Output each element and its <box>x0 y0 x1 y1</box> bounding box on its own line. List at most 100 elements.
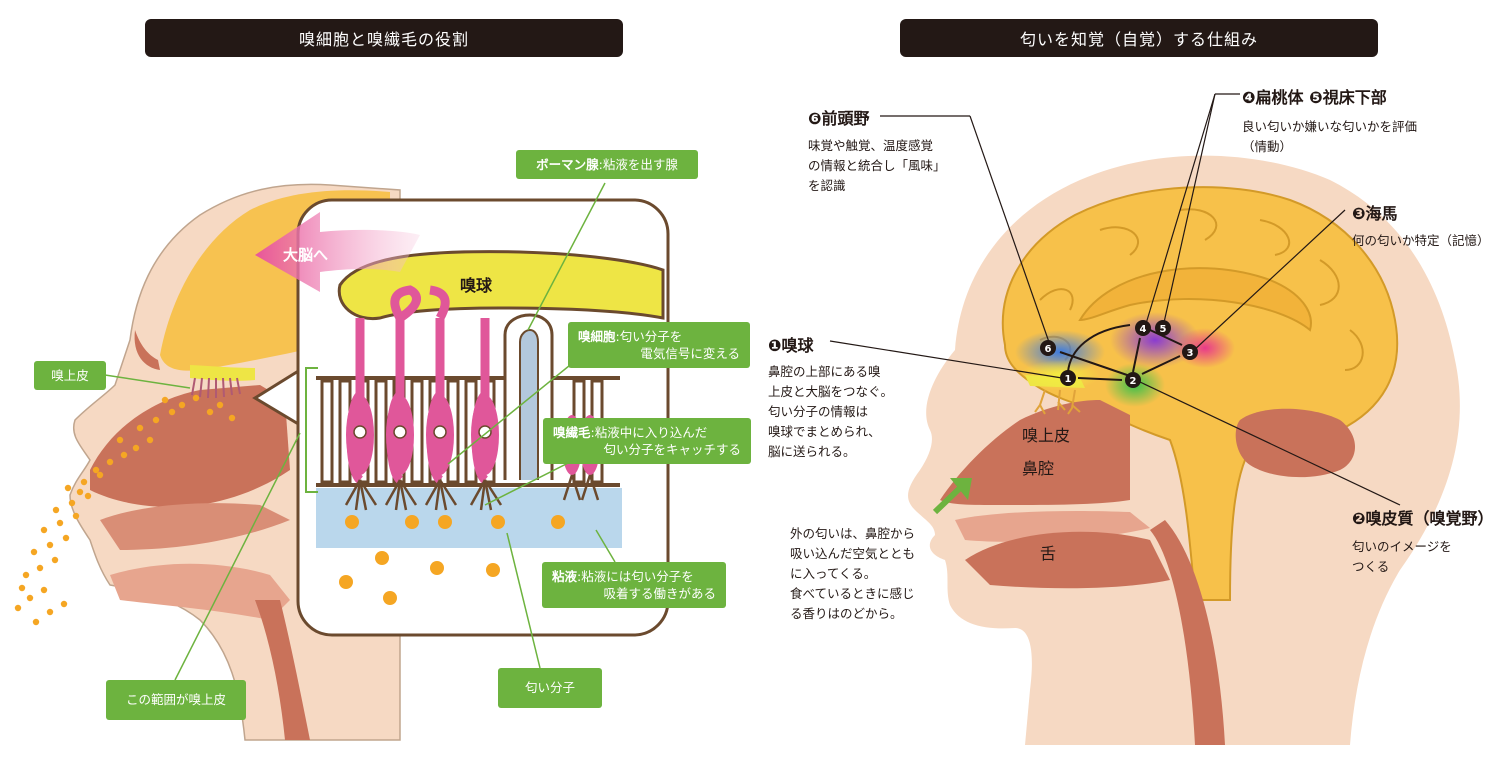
odor-dot <box>22 571 30 579</box>
odor-dot <box>84 492 92 500</box>
organ-nasal-cavity: 鼻腔 <box>1022 459 1055 478</box>
label-cilia: 嗅繊毛:粘液中に入り込んだ 匂い分子をキャッチする <box>543 418 751 464</box>
odor-dot <box>36 564 44 572</box>
node-4: 4 <box>1135 320 1151 336</box>
bowman-gland <box>503 313 554 480</box>
odor-molecule <box>430 561 444 575</box>
label-olfactory-cell: 嗅細胞:匂い分子を 電気信号に変える <box>568 322 750 368</box>
mucus-term: 粘液 <box>552 569 578 584</box>
node-circle <box>1060 370 1076 386</box>
olfactory-cell-desc: :匂い分子を <box>615 329 683 344</box>
node-circle <box>1182 344 1198 360</box>
right-leader-lines <box>829 93 1401 506</box>
odor-dot <box>26 594 34 602</box>
head-olfactory-cortex: ❷嗅皮質（嗅覚野） <box>1352 509 1494 528</box>
node-number: 3 <box>1187 348 1194 359</box>
odor-dot <box>60 600 68 608</box>
odor-dot <box>18 584 26 592</box>
odor-dot <box>76 488 84 496</box>
label-olfactory-epithelium: 嗅上皮 <box>34 361 106 390</box>
odor-dot <box>62 534 70 542</box>
mucus-desc2: 吸着する働きがある <box>603 586 716 601</box>
node-circle <box>1125 372 1141 388</box>
odor-dot <box>46 541 54 549</box>
odor-dot <box>168 408 176 416</box>
right-head-illustration <box>908 155 1460 745</box>
desc-frontal: 味覚や触覚、温度感覚の情報と統合し「風味」を認識 <box>808 138 946 193</box>
odor-dot <box>146 436 154 444</box>
odor-dot <box>106 458 114 466</box>
label-bowman-gland: ボーマン腺:粘液を出す腺 <box>516 150 698 179</box>
cilia-term: 嗅繊毛 <box>553 425 591 440</box>
box-odor-molecules <box>339 515 565 605</box>
odor-molecule <box>438 515 452 529</box>
odor-molecule <box>375 551 389 565</box>
label-to-brain: 大脳へ <box>283 246 329 264</box>
desc-hippocampus: 何の匂いか特定（記憶） <box>1352 233 1490 248</box>
bowman-gland-term: ボーマン腺 <box>536 157 599 172</box>
odor-dot <box>136 424 144 432</box>
odor-dot <box>40 526 48 534</box>
node-number: 2 <box>1130 376 1137 387</box>
odor-dot <box>206 408 214 416</box>
odor-dot <box>228 414 236 422</box>
odor-dot <box>92 466 100 474</box>
odor-dot <box>96 471 104 479</box>
odor-dot <box>51 556 59 564</box>
right-panel-title: 匂いを知覚（自覚）する仕組み <box>900 19 1378 57</box>
organ-epithelium: 嗅上皮 <box>1022 426 1071 445</box>
head-amygdala-hypothalamus: ❹扁桃体 ❺視床下部 <box>1242 88 1387 107</box>
odor-molecule <box>491 515 505 529</box>
olfactory-cell <box>344 318 378 511</box>
olfactory-hairs <box>191 377 241 399</box>
organ-tongue: 舌 <box>1040 544 1057 563</box>
left-panel-title: 嗅細胞と嗅繊毛の役割 <box>145 19 623 57</box>
node-circle <box>1155 320 1171 336</box>
odor-molecule <box>486 563 500 577</box>
to-brain-arrow <box>255 212 420 292</box>
desc-olfactory-cortex: 匂いのイメージをつくる <box>1352 539 1452 574</box>
desc-outside-odor: 外の匂いは、鼻腔から吸い込んだ空気とともに入ってくる。食べているときに感じる香り… <box>790 526 916 621</box>
odor-dot <box>178 401 186 409</box>
node-2: 2 <box>1125 372 1141 388</box>
odor-dot <box>152 416 160 424</box>
olfactory-cell-desc2: 電気信号に変える <box>640 346 740 361</box>
head-hippocampus: ❸海馬 <box>1352 204 1398 223</box>
odor-dot <box>56 519 64 527</box>
desc-amygdala-hypothalamus: 良い匂いか嫌いな匂いかを評価（情動） <box>1242 119 1418 154</box>
label-olfactory-bulb: 嗅球 <box>460 276 493 295</box>
odor-dot <box>14 604 22 612</box>
desc-olfactory-bulb: 鼻腔の上部にある嗅上皮と大脳をつなぐ。匂い分子の情報は嗅球でまとめられ、脳に送ら… <box>768 364 894 459</box>
supporting-cell <box>374 379 388 484</box>
odor-dot <box>192 394 200 402</box>
head-frontal: ❻前頭野 <box>808 109 870 128</box>
odor-dot <box>132 444 140 452</box>
odor-dot <box>46 608 54 616</box>
node-6: 6 <box>1040 340 1056 356</box>
label-odor-molecule: 匂い分子 <box>498 668 602 708</box>
odor-molecule <box>383 591 397 605</box>
node-number: 6 <box>1045 344 1052 355</box>
node-circle <box>1135 320 1151 336</box>
odor-dot <box>72 512 80 520</box>
olfactory-cell-branch <box>390 285 450 322</box>
mucus-desc: :粘液には匂い分子を <box>577 569 694 584</box>
odor-dot <box>68 499 76 507</box>
odor-molecule <box>345 515 359 529</box>
node-5: 5 <box>1155 320 1171 336</box>
supporting-cell <box>320 379 334 484</box>
odor-dot <box>52 506 60 514</box>
bowman-gland-desc: :粘液を出す腺 <box>598 157 678 172</box>
odor-dot <box>32 618 40 626</box>
node-3: 3 <box>1182 344 1198 360</box>
olfactory-cell-term: 嗅細胞 <box>578 329 616 344</box>
odor-dot <box>116 436 124 444</box>
odor-molecule <box>551 515 565 529</box>
odor-dot-stream <box>14 394 236 626</box>
cilia-desc2: 匂い分子をキャッチする <box>603 442 741 457</box>
cilia-desc: :粘液中に入り込んだ <box>590 425 708 440</box>
odor-dot <box>64 484 72 492</box>
